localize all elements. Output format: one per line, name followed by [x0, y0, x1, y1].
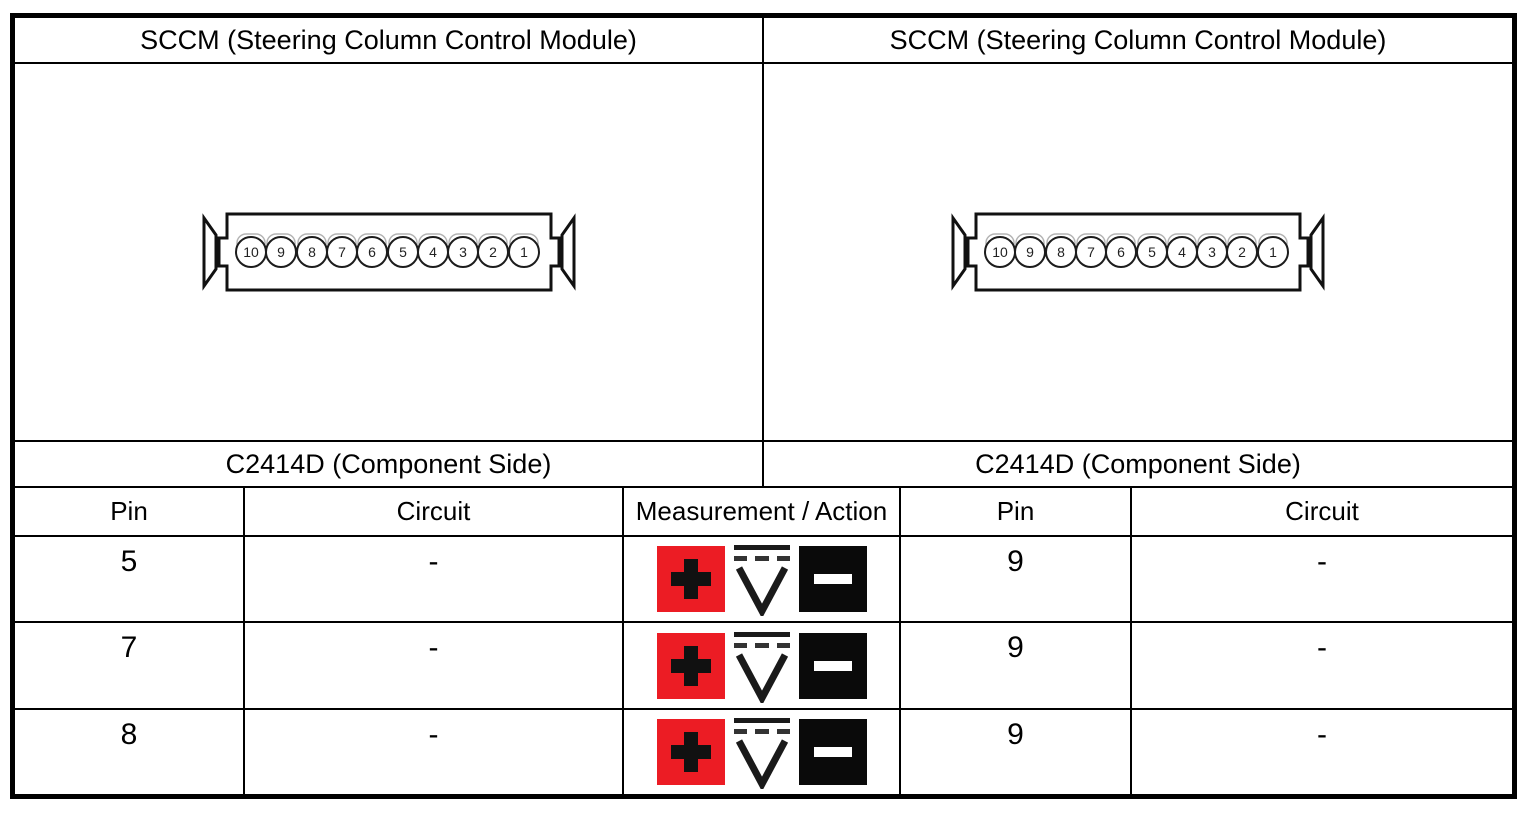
positive-lead-icon — [656, 632, 725, 699]
pin-number: 6 — [368, 244, 376, 260]
pin-number: 9 — [277, 244, 285, 260]
pin-header-right: Pin — [901, 488, 1130, 535]
connector-wing-right — [560, 213, 575, 291]
pin-cell-left: 5 — [15, 537, 243, 621]
pin-number: 10 — [243, 244, 259, 260]
connector-illustration: 10 9 8 7 6 5 4 3 2 1 — [951, 212, 1325, 292]
connector-label-left: C2414D (Component Side) — [15, 442, 762, 486]
pin-number: 3 — [1208, 244, 1216, 260]
dc-voltage-icon — [730, 542, 793, 616]
pin-number: 8 — [1057, 244, 1065, 260]
pin-cell-left: 7 — [15, 623, 243, 708]
circuit-cell-left: - — [245, 537, 622, 621]
pin-number: 7 — [1087, 244, 1095, 260]
pin-cell-right: 9 — [901, 710, 1130, 794]
connector-wing-right — [1309, 213, 1325, 291]
circuit-cell-right: - — [1132, 710, 1512, 794]
pin-number: 4 — [429, 244, 437, 260]
measurement-icons — [624, 623, 899, 708]
negative-lead-icon — [798, 546, 867, 612]
circuit-header-right: Circuit — [1132, 488, 1512, 535]
connector-wing-left — [951, 213, 967, 291]
pin-number: 1 — [1269, 244, 1277, 260]
circuit-cell-right: - — [1132, 537, 1512, 621]
pin-number: 2 — [1238, 244, 1246, 260]
pin-number: 7 — [338, 244, 346, 260]
connector-illustration: 10 9 8 7 6 5 4 3 2 1 — [202, 212, 575, 292]
negative-lead-icon — [798, 632, 867, 699]
connector-pins: 10 9 8 7 6 5 4 3 2 1 — [984, 233, 1289, 268]
connector-pin — [507, 236, 540, 268]
positive-lead-icon — [656, 546, 725, 612]
pin-number: 3 — [459, 244, 467, 260]
connector-pin — [1257, 236, 1289, 268]
pin-number: 10 — [992, 244, 1008, 260]
dc-voltage-icon — [730, 715, 793, 789]
connector-wing-left — [202, 213, 217, 291]
negative-lead-icon — [798, 719, 867, 785]
connector-label-right: C2414D (Component Side) — [764, 442, 1512, 486]
pin-number: 1 — [520, 244, 528, 260]
pinout-sheet: SCCM (Steering Column Control Module) SC… — [10, 13, 1517, 799]
positive-lead-icon — [656, 719, 725, 785]
pin-header-left: Pin — [15, 488, 243, 535]
measurement-icons — [624, 710, 899, 794]
connector-diagram-left: 10 9 8 7 6 5 4 3 2 1 — [15, 64, 762, 440]
circuit-cell-left: - — [245, 623, 622, 708]
connector-pins: 10 9 8 7 6 5 4 3 2 1 — [234, 233, 540, 268]
circuit-cell-left: - — [245, 710, 622, 794]
pin-cell-left: 8 — [15, 710, 243, 794]
pin-number: 9 — [1026, 244, 1034, 260]
pin-number: 6 — [1117, 244, 1125, 260]
pin-number: 8 — [308, 244, 316, 260]
pin-number: 4 — [1178, 244, 1186, 260]
pin-number: 5 — [1148, 244, 1156, 260]
module-title-left: SCCM (Steering Column Control Module) — [15, 18, 762, 62]
pin-cell-right: 9 — [901, 537, 1130, 621]
pin-number: 2 — [489, 244, 497, 260]
module-title-right: SCCM (Steering Column Control Module) — [764, 18, 1512, 62]
dc-voltage-icon — [730, 628, 793, 703]
connector-diagram-right: 10 9 8 7 6 5 4 3 2 1 — [764, 64, 1512, 440]
measurement-icons — [624, 537, 899, 621]
circuit-cell-right: - — [1132, 623, 1512, 708]
circuit-header-left: Circuit — [245, 488, 622, 535]
pin-cell-right: 9 — [901, 623, 1130, 708]
pin-number: 5 — [399, 244, 407, 260]
measurement-action-header: Measurement / Action — [624, 488, 899, 535]
